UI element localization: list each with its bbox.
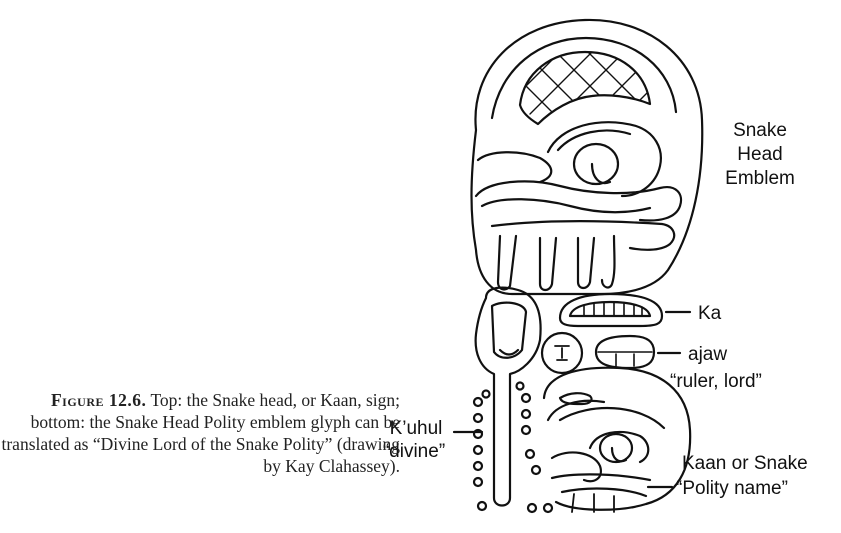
ajaw-gloss: “ruler, lord” [670,371,762,392]
snake-head-label-line-2: Head [737,144,782,165]
figure-caption: Figure 12.6. Top: the Snake head, or Kaa… [0,389,400,477]
snake-head-label-line-3: Emblem [725,168,795,189]
snake-head-glyph [472,12,703,294]
kaan-gloss: “Polity name” [676,478,788,499]
emblem-glyph [474,288,690,512]
kaan-label: Kaan or Snake [682,453,808,474]
ka-label: Ka [698,303,722,324]
ajaw-label: ajaw [688,344,727,365]
snake-head-label-line-1: Snake [733,120,787,141]
figure-caption-label: Figure 12.6. [51,390,146,410]
